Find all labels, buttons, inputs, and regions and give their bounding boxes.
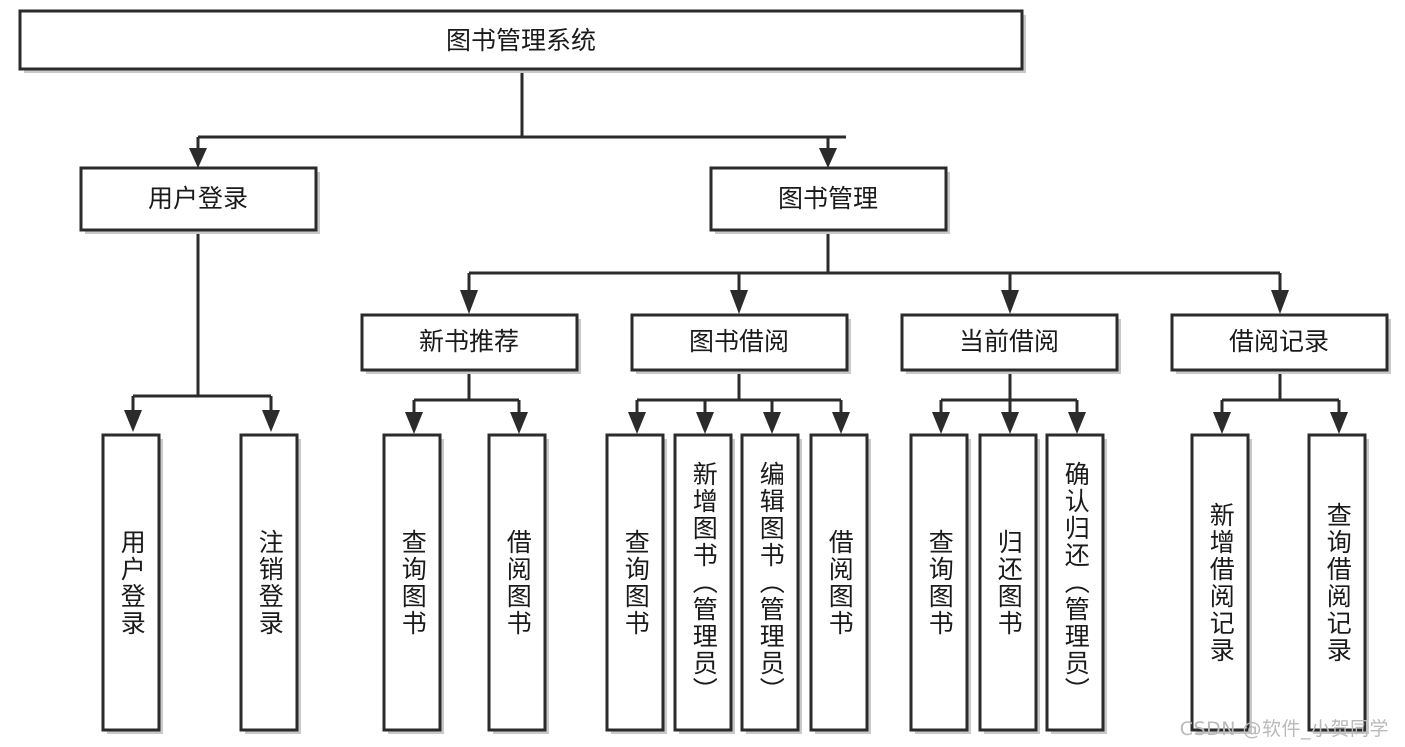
connector-borrowrecord-to-leaves [1213, 373, 1348, 434]
connector-userlogin-to-leaves [124, 232, 280, 432]
node-new-book-recommend[interactable]: 新书推荐 [360, 313, 581, 374]
leaf-box-confirm-return[interactable] [1045, 433, 1107, 734]
leaf-box-query-record[interactable] [1307, 433, 1369, 734]
leaf-box-query-book-2[interactable] [605, 433, 667, 734]
node-current-borrow[interactable]: 当前借阅 [900, 313, 1121, 374]
csdn-watermark: CSDN @软件_小贺同学 [1179, 718, 1389, 740]
leaf-box-query-book-1[interactable] [382, 433, 444, 734]
node-user-login-label: 用户登录 [148, 184, 248, 213]
leaf-box-user-login[interactable] [101, 433, 163, 734]
connector-root-to-level2 [189, 69, 846, 168]
connector-bookborrow-to-leaves [628, 373, 850, 434]
connector-bookmanage-to-level3 [460, 232, 1289, 314]
node-book-borrow-label: 图书借阅 [689, 327, 789, 356]
leaf-box-query-book-3[interactable] [909, 433, 971, 734]
node-current-borrow-label: 当前借阅 [959, 327, 1059, 356]
node-borrow-record-label: 借阅记录 [1229, 327, 1329, 356]
leaf-box-logout[interactable] [239, 433, 301, 734]
leaf-box-borrow-book-2[interactable] [809, 433, 871, 734]
node-borrow-record[interactable]: 借阅记录 [1170, 313, 1391, 374]
leaf-box-return-book[interactable] [978, 433, 1040, 734]
node-user-login[interactable]: 用户登录 [79, 166, 320, 234]
node-book-manage-label: 图书管理 [778, 184, 878, 213]
node-root-label: 图书管理系统 [446, 26, 596, 55]
connector-currentborrow-to-leaves [932, 373, 1086, 434]
leaf-box-borrow-book-1[interactable] [487, 433, 549, 734]
node-root[interactable]: 图书管理系统 [18, 9, 1026, 73]
node-book-borrow[interactable]: 图书借阅 [630, 313, 851, 374]
node-book-manage[interactable]: 图书管理 [709, 166, 950, 234]
node-new-book-recommend-label: 新书推荐 [419, 327, 519, 356]
leaf-box-add-record[interactable] [1190, 433, 1252, 734]
leaf-box-edit-book[interactable] [740, 433, 802, 734]
leaf-box-add-book[interactable] [673, 433, 735, 734]
connector-newbook-to-leaves [405, 373, 528, 434]
